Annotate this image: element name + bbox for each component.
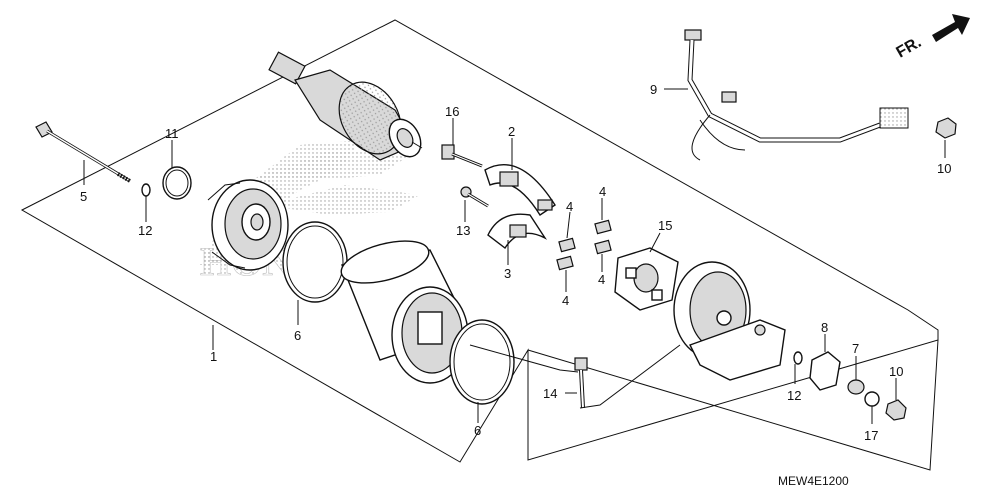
callout-8: 8: [821, 320, 828, 335]
callout-6: 6: [474, 423, 481, 438]
callout-4: 4: [599, 184, 606, 199]
brush-holder-parts: [441, 144, 556, 250]
armature: [268, 51, 423, 161]
callout-7: 7: [852, 341, 859, 356]
through-bolt: [35, 121, 132, 183]
callout-13: 13: [456, 223, 470, 238]
washer-12-right: [793, 351, 803, 365]
front-cover: [207, 179, 289, 271]
callout-12: 12: [787, 388, 801, 403]
washer-12-left: [141, 183, 151, 197]
washer-7: [847, 379, 865, 395]
diagram-code: MEW4E1200: [778, 474, 849, 488]
callout-4: 4: [562, 293, 569, 308]
o-ring-6-rear: [449, 319, 515, 405]
rear-cover: [673, 261, 786, 381]
o-ring-6-front: [282, 221, 348, 303]
callout-5: 5: [80, 189, 87, 204]
washer-17: [864, 391, 880, 407]
front-direction-arrow-icon: [932, 14, 970, 42]
bolt-14: [574, 357, 588, 409]
o-ring-11-inner: [165, 169, 189, 197]
leader-lines: [83, 88, 946, 424]
front-direction-indicator: FR.: [894, 14, 970, 62]
front-direction-label: FR.: [894, 34, 925, 62]
callout-4: 4: [598, 272, 605, 287]
callout-10: 10: [937, 161, 951, 176]
callout-10: 10: [889, 364, 903, 379]
o-ring-6-front-inner: [286, 225, 344, 299]
callout-17: 17: [864, 428, 878, 443]
o-ring-11: [162, 166, 192, 200]
terminal-insulator-8: [809, 351, 841, 391]
callout-6: 6: [294, 328, 301, 343]
starter-cable: [684, 29, 909, 161]
brush-holder-15: [614, 247, 679, 311]
callout-14: 14: [543, 386, 557, 401]
callout-11: 11: [165, 126, 179, 141]
o-ring-6-rear-inner: [453, 323, 511, 401]
callout-4: 4: [566, 199, 573, 214]
callout-labels: 1 2 3 4 4 4 4 5 6 6 7 8 9 10 10 11 12 12…: [80, 82, 951, 443]
callout-9: 9: [650, 82, 657, 97]
nut-10-upper: [935, 117, 957, 139]
callout-2: 2: [508, 124, 515, 139]
nut-10-lower: [885, 399, 907, 421]
callout-3: 3: [504, 266, 511, 281]
assembly-boundary-inner: [527, 339, 939, 471]
callout-15: 15: [658, 218, 672, 233]
callout-12: 12: [138, 223, 152, 238]
callout-16: 16: [445, 104, 459, 119]
motor-case: [340, 240, 471, 384]
brush-springs: [556, 219, 612, 271]
callout-1: 1: [210, 349, 217, 364]
